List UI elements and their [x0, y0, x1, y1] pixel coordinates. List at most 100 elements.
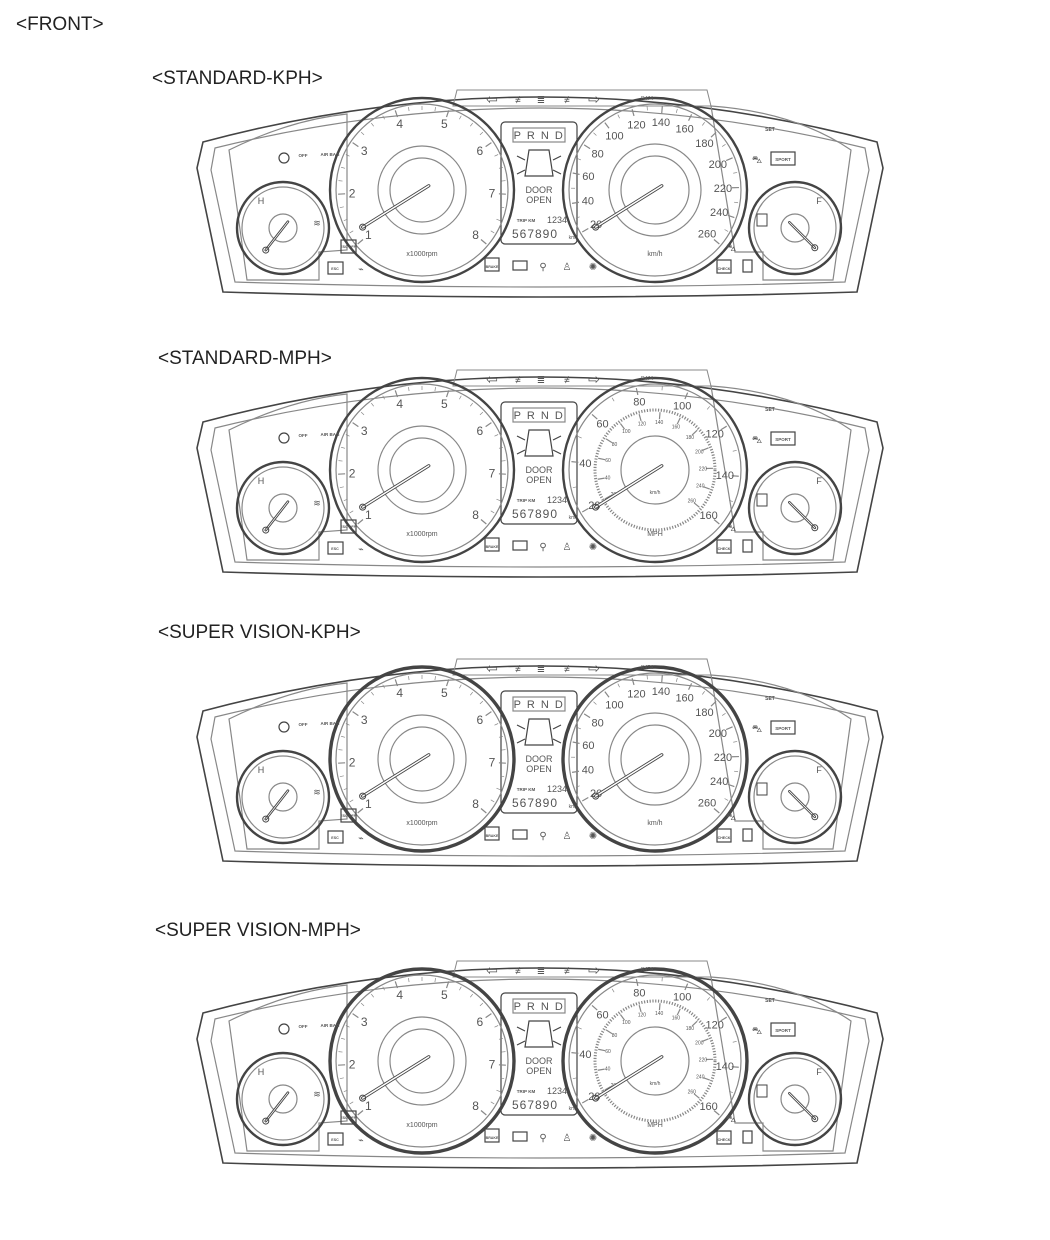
- speedometer-inner-ring: [608, 712, 702, 806]
- oil-pressure-icon: ⌁: [358, 833, 363, 843]
- speedometer-hub: [620, 724, 690, 794]
- speedo-kph-label: 200: [709, 728, 727, 740]
- tach-label: 5: [441, 686, 448, 700]
- speedo-unit-label: MPH: [647, 1122, 663, 1129]
- scale-tick: [572, 1077, 577, 1080]
- door-car-outline: [524, 429, 554, 457]
- needle-tip: [262, 246, 270, 254]
- speedo-mph-label: 160: [699, 510, 717, 522]
- fog-light-icon: ≢: [564, 375, 574, 386]
- scale-tick: [382, 395, 385, 400]
- scale-tick: [684, 983, 689, 991]
- scale-tick: [360, 411, 365, 416]
- scale-tick: [459, 986, 462, 991]
- scale-tick: [345, 1025, 350, 1028]
- scale-tick: [459, 395, 462, 400]
- fuel-gauge-hub: [780, 493, 810, 523]
- speedo-inner-kmh-label: 120: [638, 422, 647, 428]
- scale-tick: [691, 1020, 698, 1027]
- scale-tick: [710, 700, 717, 707]
- cruise-set-label: SET: [765, 127, 775, 133]
- scale-tick: [470, 993, 473, 998]
- esc-off-label: ESC OFF: [340, 814, 356, 818]
- odometer-unit: km: [569, 515, 576, 521]
- speedo-kph-label: 100: [605, 130, 623, 142]
- scale-tick: [728, 499, 733, 502]
- scale-tick: [676, 417, 681, 425]
- scale-tick: [734, 770, 739, 773]
- fuel-full-label: F: [816, 1067, 822, 1077]
- check-engine-label: CHECK: [718, 267, 731, 271]
- gear-display-box: [512, 696, 566, 712]
- tachometer-bezel: [328, 376, 516, 564]
- tachometer-bezel: [328, 967, 516, 1155]
- oil-pressure-icon: ⌁: [358, 1135, 363, 1145]
- right-side-panel: [710, 105, 852, 281]
- needle-tip: [262, 526, 270, 534]
- scale-tick: [591, 1004, 598, 1011]
- scale-tick: [360, 131, 365, 136]
- speedo-inner-kmh-label: 80: [612, 1033, 618, 1039]
- scale-tick: [408, 978, 410, 983]
- tach-label: 8: [472, 797, 479, 811]
- air-bag-label: AIR BAG: [321, 1023, 340, 1028]
- low-beam-icon: ≢: [515, 95, 525, 106]
- esc-box: [327, 830, 344, 844]
- low-fuel-icon: [742, 539, 753, 553]
- gauge-needle-highlight: [788, 501, 816, 529]
- fuel-gauge-hub: [780, 782, 810, 812]
- housing-inner: [210, 676, 870, 857]
- scale-tick: [693, 502, 700, 508]
- right-turn-signal-icon: ⇨: [588, 962, 600, 978]
- temp-hot-label: H: [258, 476, 265, 486]
- odometer-value: 567890: [512, 1098, 558, 1112]
- tach-label: 6: [476, 713, 483, 727]
- scale-tick: [494, 1025, 499, 1028]
- scale-tick: [480, 808, 487, 814]
- right-side-panel: [710, 385, 852, 561]
- scale-tick: [371, 691, 374, 696]
- airbag-warning-icon: ✺: [589, 1133, 597, 1144]
- scale-tick: [352, 422, 359, 428]
- door-car-outline: [524, 718, 554, 746]
- speedo-unit-label: km/h: [647, 251, 662, 258]
- door-open-text-1: DOOR: [526, 185, 554, 195]
- speedo-mph-label: 120: [706, 1019, 724, 1031]
- tach-label: 6: [476, 424, 483, 438]
- speedo-kph-label: 260: [698, 798, 716, 810]
- scale-tick: [571, 1052, 579, 1054]
- gauge-needle-highlight: [361, 754, 430, 797]
- door-ajar-icon: ⚲: [539, 262, 546, 273]
- model-code: R474: [641, 967, 653, 973]
- speedo-mph-label: 20: [588, 1091, 600, 1103]
- cluster-caption: <STANDARD-KPH>: [152, 68, 323, 89]
- speedo-kph-label: 220: [714, 752, 732, 764]
- needle-tip: [359, 223, 367, 231]
- airbag-warning-icon: ✺: [589, 262, 597, 273]
- brake-label: BRAKE: [486, 1136, 499, 1140]
- scale-tick: [581, 1098, 589, 1104]
- scale-tick: [339, 486, 344, 489]
- scale-tick: [724, 229, 729, 232]
- instrument-cluster-diagram: HF≋12345678x1000rpm204060801001201401602…: [196, 369, 884, 578]
- scale-tick: [480, 1110, 487, 1116]
- scale-tick: [490, 1101, 495, 1105]
- gear-display-box: [512, 998, 566, 1014]
- scale-tick: [349, 1101, 354, 1105]
- left-turn-signal-icon: ⇦: [486, 660, 498, 676]
- gear-display-box: [512, 127, 566, 143]
- tach-label: 8: [472, 228, 479, 242]
- fuel-pump-icon: [756, 213, 768, 227]
- speedometer-bezel: [561, 665, 749, 853]
- fuel-pump-icon: [756, 493, 768, 507]
- speedo-inner-kmh-label: 120: [638, 1013, 647, 1019]
- speedo-mph-label: 40: [579, 1049, 591, 1061]
- scale-tick: [635, 387, 639, 396]
- tach-unit-label: x1000rpm: [406, 531, 437, 538]
- temp-hot-label: H: [258, 765, 265, 775]
- airbag-warning-icon: ✺: [589, 542, 597, 553]
- tach-label: 1: [365, 797, 372, 811]
- gauge-needle-highlight: [361, 1056, 430, 1099]
- scale-tick: [577, 727, 582, 730]
- sport-label: SPORT: [775, 157, 791, 162]
